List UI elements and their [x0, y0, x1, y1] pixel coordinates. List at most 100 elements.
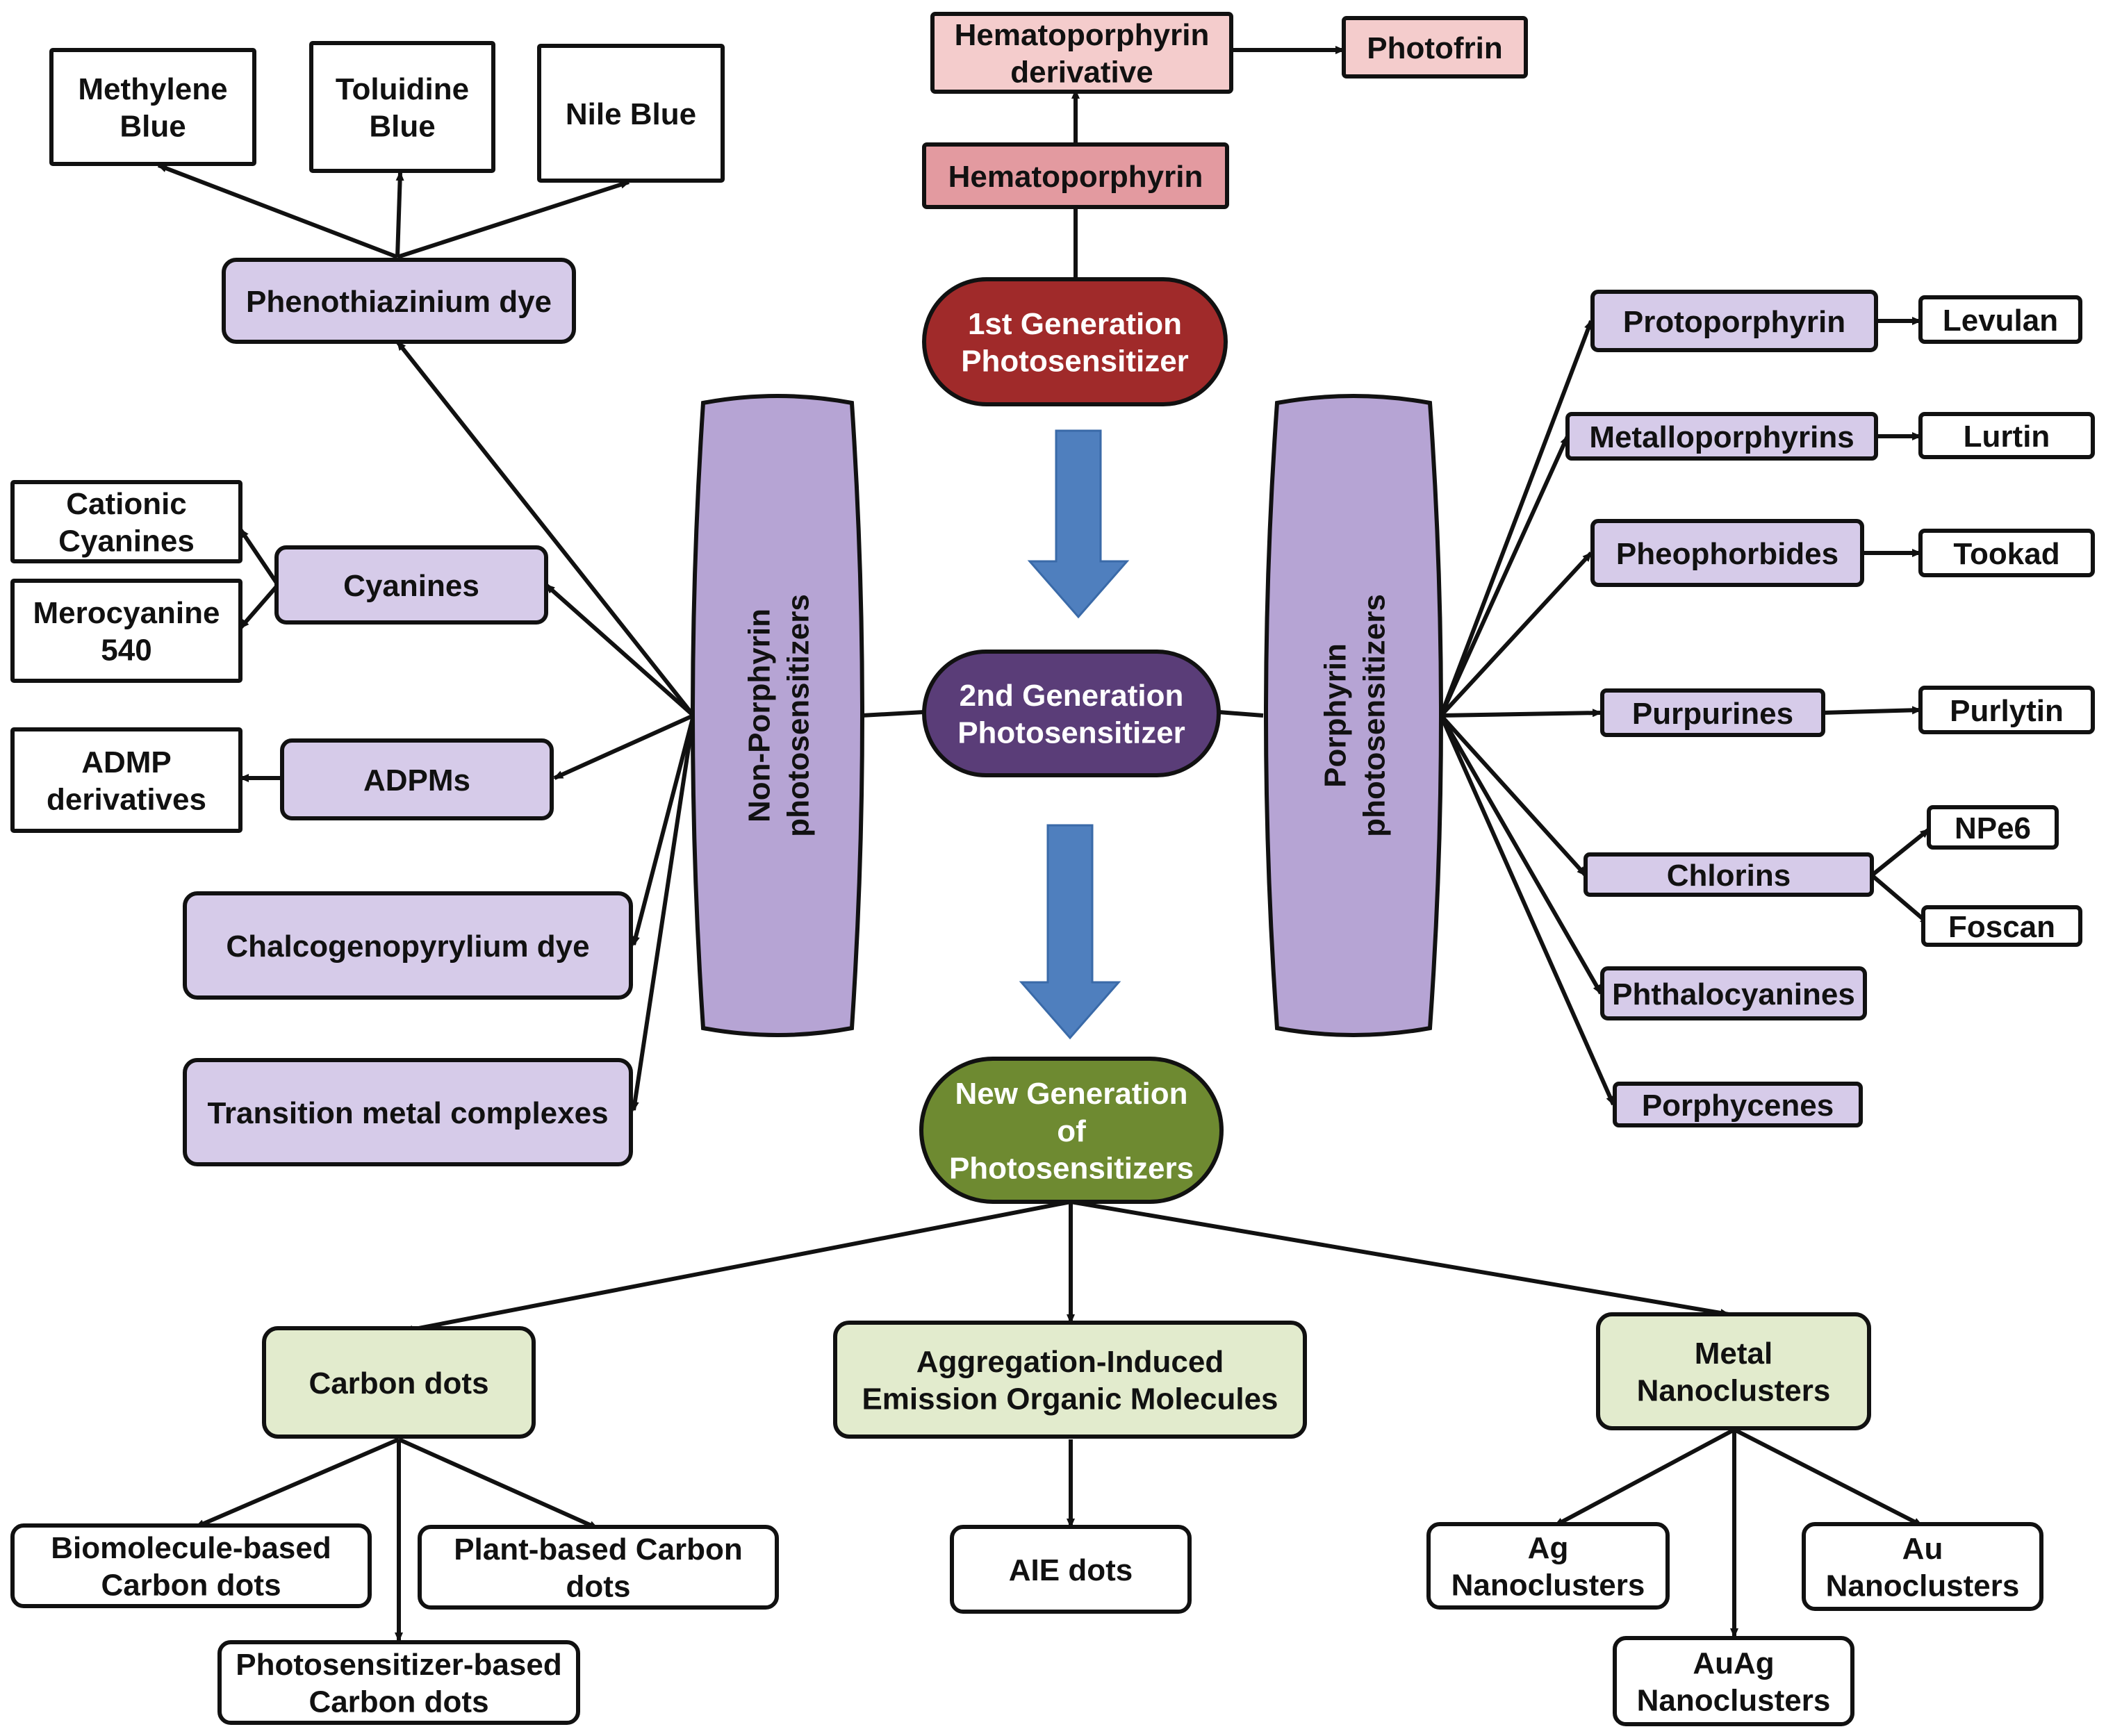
arrow-to-npe6 [1870, 827, 1930, 877]
tookad-node: Tookad [1918, 529, 2095, 577]
line-2nd-gen-to-porphyrin [1218, 710, 1264, 718]
arrow-to-cationic-cyanines [238, 528, 280, 586]
nile-blue-node: Nile Blue [537, 44, 725, 183]
generation-arrows [1019, 429, 1130, 1040]
cyanines-node: Cyanines [274, 545, 548, 625]
node-label: Nile Blue [566, 97, 696, 131]
node-label: Tookad [1953, 537, 2059, 571]
arrow-to-au [1733, 1428, 1923, 1528]
arrow-to-chlorins [1439, 713, 1588, 877]
pheophorbides-node: Pheophorbides [1590, 519, 1864, 587]
photofrin-node: Photofrin [1342, 16, 1528, 78]
node-label: Foscan [1948, 910, 2055, 944]
arrow-to-biomolecule-carbon [195, 1437, 400, 1529]
node-label: ADPMs [363, 763, 470, 797]
node-label: Chlorins [1667, 859, 1791, 893]
chalcogenopyrylium-node: Chalcogenopyrylium dye [183, 891, 633, 1000]
node-label: Cyanines [343, 569, 479, 603]
arrow-to-metal-nanoclusters [1070, 1200, 1730, 1317]
arrow-to-toluidine-blue [395, 171, 404, 258]
adpms-node: ADPMs [280, 738, 554, 820]
line-nonporphyrin-to-2nd-gen [861, 710, 925, 718]
aie-dots-node: AIE dots [950, 1525, 1192, 1614]
phenothiazinium-node: Phenothiazinium dye [222, 258, 576, 344]
arrow-to-purlytin [1823, 706, 1922, 715]
phthalocyanines-node: Phthalocyanines [1600, 966, 1867, 1020]
node-label: Levulan [1943, 304, 2058, 338]
levulan-node: Levulan [1918, 295, 2082, 344]
arrow-to-phenothiazinium [395, 340, 696, 717]
node-label: Photofrin [1367, 31, 1503, 65]
arrow-to-plant-carbon [397, 1437, 599, 1530]
porphycenes-node: Porphycenes [1613, 1082, 1863, 1127]
node-label: Chalcogenopyrylium dye [226, 929, 589, 964]
node-label: Porphycenes [1642, 1089, 1834, 1123]
arrow-to-ag [1554, 1428, 1736, 1528]
protoporphyrin-node: Protoporphyrin [1590, 290, 1878, 352]
node-label: Protoporphyrin [1623, 305, 1845, 339]
arrow-to-porphycenes [1439, 714, 1615, 1106]
metalloporphyrins-node: Metalloporphyrins [1565, 412, 1878, 461]
npe6-node: NPe6 [1927, 805, 2059, 850]
node-label: Phthalocyanines [1612, 977, 1855, 1011]
arrow-to-cyanines [545, 583, 695, 718]
node-label: Phenothiazinium dye [246, 285, 552, 319]
blue-arrow-2nd-to-new [1019, 824, 1121, 1040]
node-label: Metalloporphyrins [1589, 420, 1854, 454]
blue-arrow-1st-to-2nd [1027, 429, 1130, 619]
arrow-to-metalloporphyrins [1439, 435, 1570, 717]
arrow-to-phthalocyanines [1439, 714, 1603, 995]
arrow-to-protoporphyrin [1439, 320, 1593, 717]
arrow-to-methylene-blue [157, 163, 399, 259]
arrow-to-nile-blue [397, 180, 630, 259]
arrow-to-chalcogenopyrylium [632, 715, 696, 946]
arrow-to-purpurines [1440, 709, 1602, 718]
carbon-dots-node: Carbon dots [262, 1326, 536, 1439]
arrow-to-carbon-dots [403, 1200, 1071, 1334]
arrow-to-foscan [1870, 873, 1930, 926]
foscan-node: Foscan [1921, 905, 2082, 947]
connector-lines [157, 46, 1930, 1642]
arrow-to-adpms [553, 713, 695, 780]
transition-metal-node: Transition metal complexes [183, 1058, 633, 1166]
purpurines-node: Purpurines [1600, 688, 1825, 737]
node-label: Lurtin [1964, 420, 2050, 454]
arrow-to-transition-metal [630, 715, 696, 1111]
node-label: Purpurines [1632, 697, 1793, 731]
node-label: Purlytin [1950, 694, 2064, 728]
node-label: NPe6 [1955, 811, 2031, 845]
hematoporphyrin-node: Hematoporphyrin [922, 142, 1229, 209]
